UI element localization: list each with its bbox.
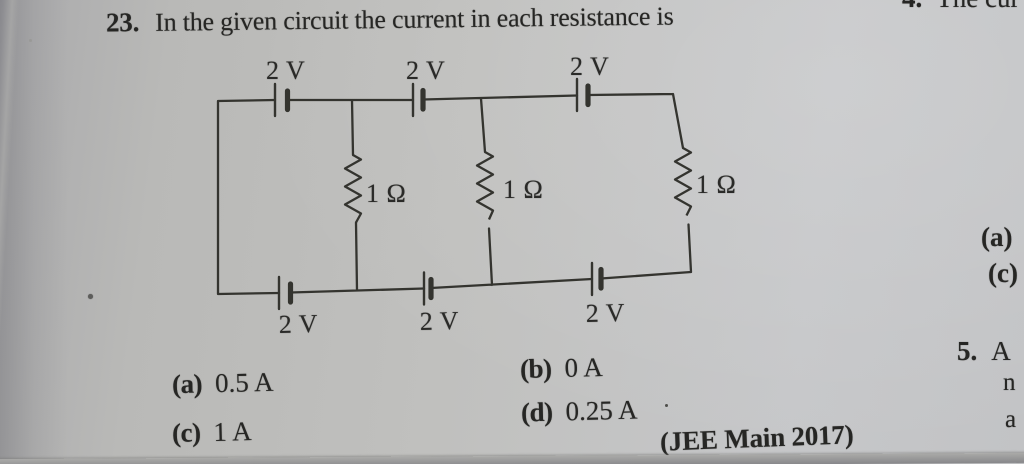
resistor-label-2: 1 Ω — [503, 175, 543, 204]
option-d-value: 0.25 A — [565, 394, 638, 427]
option-b-value: 0 A — [564, 351, 604, 383]
photo-speck — [88, 294, 93, 299]
option-a: (a) 0.5 A — [172, 367, 274, 400]
resistor-symbol-2 — [475, 150, 495, 220]
resistor-symbol-3 — [673, 146, 693, 217]
battery-label-top-1: 2 V — [266, 56, 305, 85]
option-a-key: (a) — [171, 368, 203, 400]
option-c: (c) 1 A — [172, 416, 252, 449]
adjacent-item4-number: 4. — [902, 0, 922, 13]
photo-speck — [665, 404, 668, 407]
battery-label-bottom-3: 2 V — [585, 298, 625, 328]
option-b-key: (b) — [519, 353, 552, 385]
adjacent-item5-number: 5. — [957, 336, 978, 366]
battery-label-top-2: 2 V — [406, 56, 445, 85]
circuit-wires — [216, 92, 693, 296]
battery-label-bottom-2: 2 V — [419, 306, 459, 336]
battery-long-plates — [273, 77, 594, 311]
adjacent-column-option-c: (c) — [988, 258, 1018, 288]
photo-speck — [29, 39, 32, 42]
battery-label-bottom-1: 2 V — [278, 309, 318, 339]
option-d-key: (d) — [520, 396, 553, 428]
option-c-value: 1 A — [213, 416, 253, 447]
adjacent-item4-text: The cur — [936, 0, 1019, 13]
option-b: (b) 0 A — [520, 352, 603, 385]
battery-label-top-3: 2 V — [570, 52, 609, 81]
adjacent-column-item4-fragment: 4. The cur — [902, 0, 1019, 14]
option-a-value: 0.5 A — [214, 366, 274, 399]
resistor-label-1: 1 Ω — [366, 179, 406, 208]
adjacent-column-fragment-n: n — [1003, 369, 1016, 396]
resistor-label-3: 1 Ω — [696, 170, 736, 199]
adjacent-column-item5-fragment: 5. A — [957, 336, 1011, 367]
resistor-symbol-1 — [343, 153, 363, 224]
adjacent-column-fragment-a: a — [1005, 406, 1017, 433]
adjacent-column-option-a: (a) — [981, 222, 1013, 252]
option-c-key: (c) — [171, 417, 201, 448]
adjacent-item5-text: A — [991, 336, 1011, 366]
battery-short-plates — [284, 83, 604, 305]
option-d: (d) 0.25 A — [521, 395, 638, 429]
